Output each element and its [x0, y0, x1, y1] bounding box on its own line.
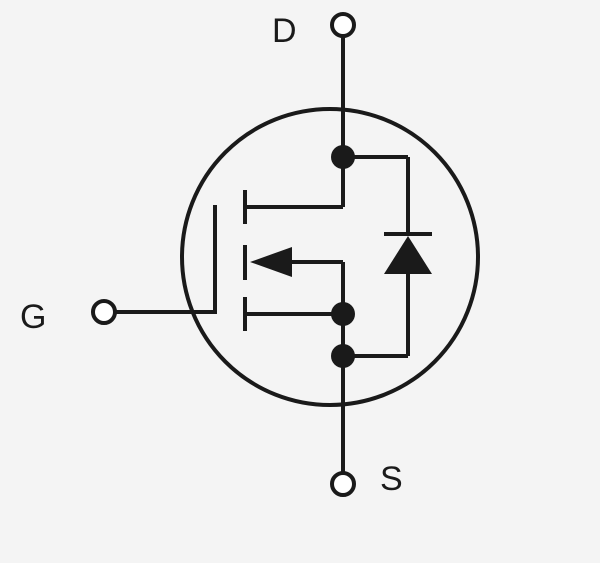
source-label: S	[380, 460, 403, 498]
gate-terminal	[91, 299, 117, 325]
gate-label: G	[20, 298, 47, 336]
drain-terminal	[330, 12, 356, 38]
body-diode-icon	[384, 236, 432, 274]
junction-dot-drain	[331, 145, 355, 169]
drain-label: D	[272, 12, 297, 50]
junction-dot-source	[331, 344, 355, 368]
channel-arrow-icon	[250, 247, 292, 277]
junction-dot-body	[331, 302, 355, 326]
device-body-circle	[180, 107, 480, 407]
source-terminal	[330, 471, 356, 497]
